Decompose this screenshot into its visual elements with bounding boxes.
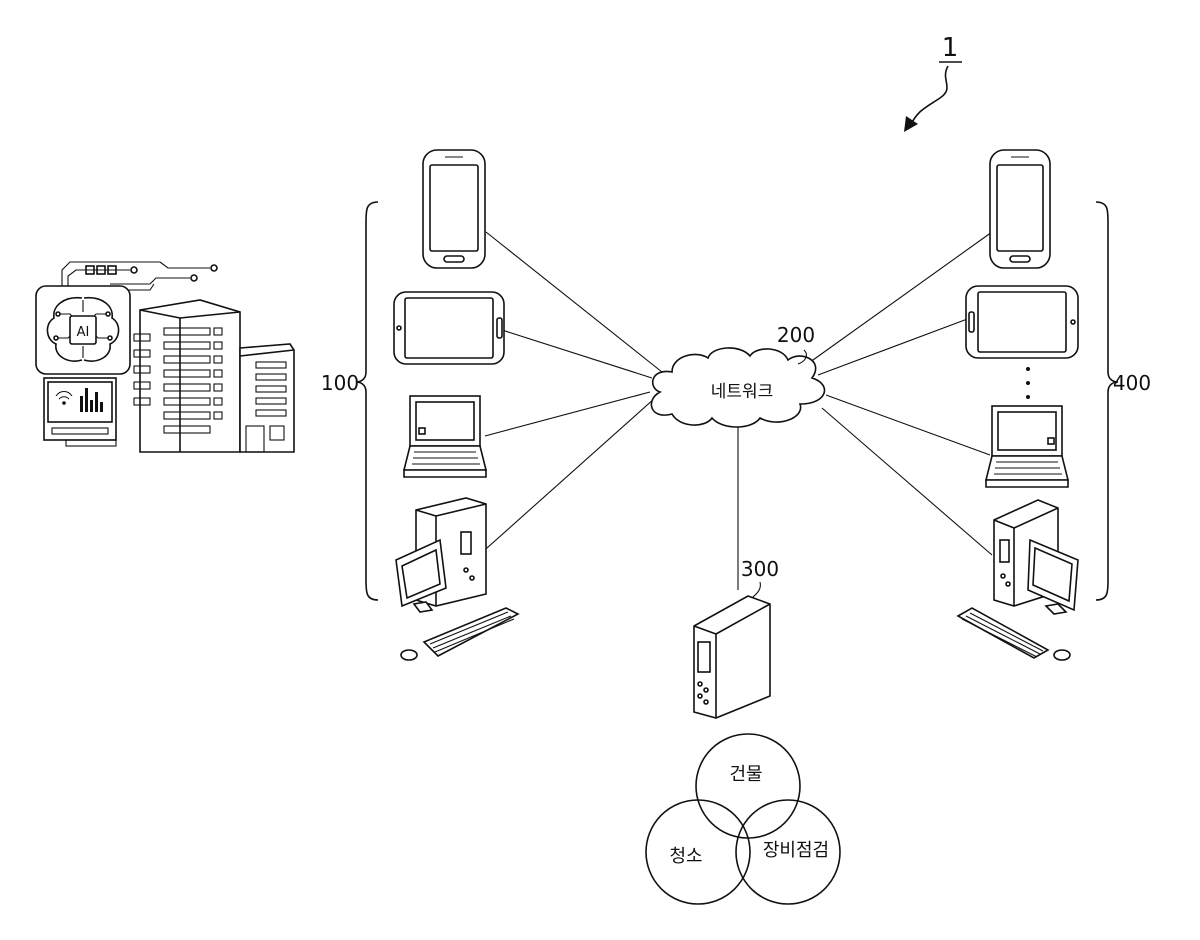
venn-label-building: 건물 <box>729 764 762 785</box>
smartphone-icon <box>990 150 1050 268</box>
desktop-computer-icon <box>958 500 1078 660</box>
network-cloud: 네트워크 200 <box>651 323 824 427</box>
ai-chip-text: AI <box>77 325 90 340</box>
network-label: 200 <box>777 323 815 347</box>
arrow-head-icon <box>904 116 918 132</box>
tablet-icon <box>966 286 1078 358</box>
server-icon: 300 <box>694 557 779 718</box>
manager-group-bracket: 400 <box>1096 202 1151 600</box>
manager-group-label: 400 <box>1113 371 1151 395</box>
venn-label-cleaning: 청소 <box>669 846 702 867</box>
user-group-bracket: 100 <box>321 202 378 600</box>
laptop-icon <box>404 396 486 477</box>
desktop-computer-icon <box>396 498 518 660</box>
venn-circle-building <box>696 734 800 838</box>
system-label: 1 <box>942 33 959 63</box>
dashboard-panel-icon <box>44 378 116 446</box>
network-text: 네트워크 <box>711 382 774 402</box>
venn-diagram: 건물 청소 장비점검 <box>646 734 840 904</box>
tablet-icon <box>394 292 504 364</box>
server-label: 300 <box>741 557 779 581</box>
laptop-icon <box>986 406 1068 487</box>
ai-smart-building-illustration: AI <box>36 262 294 452</box>
user-group-label: 100 <box>321 371 359 395</box>
ellipsis-dots <box>1026 367 1030 399</box>
system-reference: 1 <box>904 33 962 132</box>
venn-label-equipment: 장비점검 <box>763 840 829 861</box>
ai-brain-icon: AI <box>36 286 130 374</box>
smartphone-icon <box>423 150 485 268</box>
system-arrow <box>910 66 948 126</box>
